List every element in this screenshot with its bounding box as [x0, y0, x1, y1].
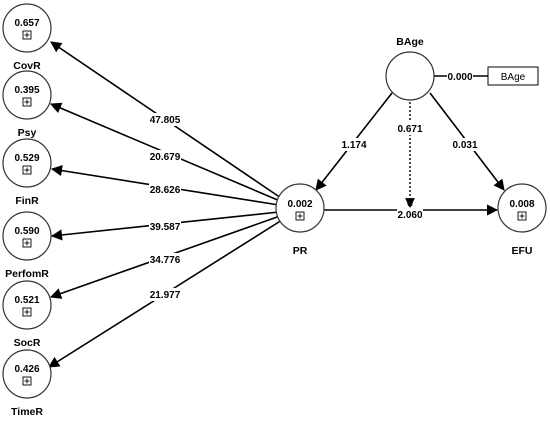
svg-text:0.671: 0.671: [397, 124, 422, 135]
node-value: 0.529: [14, 153, 39, 164]
svg-text:47.805: 47.805: [150, 115, 181, 126]
node-psy[interactable]: 0.395 Psy: [2, 70, 52, 139]
node-bage[interactable]: BAge: [385, 36, 435, 101]
expand-plus-icon[interactable]: [22, 238, 32, 248]
node-label: PR: [293, 245, 308, 257]
node-finr[interactable]: 0.529 FinR: [2, 138, 52, 207]
svg-text:0.031: 0.031: [452, 140, 477, 151]
node-timer[interactable]: 0.426 TimeR: [2, 349, 52, 418]
edge-label-pr-covr: 47.805: [149, 113, 181, 126]
edge-label-pr-psy: 20.679: [149, 150, 181, 163]
svg-text:2.060: 2.060: [397, 210, 422, 221]
svg-text:28.626: 28.626: [150, 185, 181, 196]
node-label: EFU: [512, 245, 533, 257]
expand-plus-icon[interactable]: [22, 30, 32, 40]
node-value: 0.590: [14, 226, 39, 237]
node-value: 0.426: [14, 364, 39, 375]
node-value: 0.002: [287, 199, 312, 210]
node-label: FinR: [15, 195, 39, 207]
expand-plus-icon[interactable]: [22, 376, 32, 386]
edge-label-bage-efu: 0.031: [452, 138, 478, 151]
svg-text:34.776: 34.776: [150, 255, 181, 266]
node-perfomr[interactable]: 0.590 PerfomR: [2, 211, 52, 280]
node-pr[interactable]: 0.002 PR: [275, 183, 325, 257]
svg-text:39.587: 39.587: [150, 222, 181, 233]
svg-text:20.679: 20.679: [150, 152, 181, 163]
node-value: 0.657: [14, 18, 39, 29]
edge-label-pr-finr: 28.626: [149, 183, 181, 196]
node-label: TimeR: [11, 406, 43, 418]
node-covr[interactable]: 0.657 CovR: [2, 3, 52, 72]
svg-text:21.977: 21.977: [150, 290, 181, 301]
edge-label-pr-timer: 21.977: [149, 288, 181, 301]
edge-label-pr-socr: 34.776: [149, 253, 181, 266]
expand-plus-icon[interactable]: [517, 211, 527, 221]
edge-labels: 47.805 20.679 28.626 39.587 34.776 21.97…: [149, 70, 478, 301]
edge-label-bage-indicator: 0.000: [447, 70, 473, 83]
node-label: PerfomR: [5, 268, 49, 280]
expand-plus-icon[interactable]: [22, 307, 32, 317]
edge-label-pr-perfomr: 39.587: [149, 220, 181, 233]
expand-plus-icon[interactable]: [22, 165, 32, 175]
node-label: Psy: [18, 127, 37, 139]
edge-label-bage-moderation: 0.671: [397, 122, 423, 135]
node-value: 0.008: [509, 199, 534, 210]
edge-label-pr-efu: 2.060: [397, 208, 423, 221]
node-efu[interactable]: 0.008 EFU: [497, 183, 547, 257]
moderation-mark: w: [406, 198, 414, 208]
node-value: 0.521: [14, 295, 39, 306]
svg-text:0.000: 0.000: [447, 72, 472, 83]
indicator-label: BAge: [501, 72, 526, 83]
expand-plus-icon[interactable]: [295, 211, 305, 221]
expand-plus-icon[interactable]: [22, 97, 32, 107]
edge-label-bage-pr: 1.174: [341, 138, 367, 151]
node-label: CovR: [13, 60, 41, 72]
node-value: 0.395: [14, 85, 39, 96]
svg-text:1.174: 1.174: [341, 140, 366, 151]
node-label: BAge: [396, 36, 424, 48]
indicator-bage[interactable]: BAge: [487, 66, 539, 86]
node-socr[interactable]: 0.521 SocR: [2, 280, 52, 349]
node-label: SocR: [14, 337, 41, 349]
